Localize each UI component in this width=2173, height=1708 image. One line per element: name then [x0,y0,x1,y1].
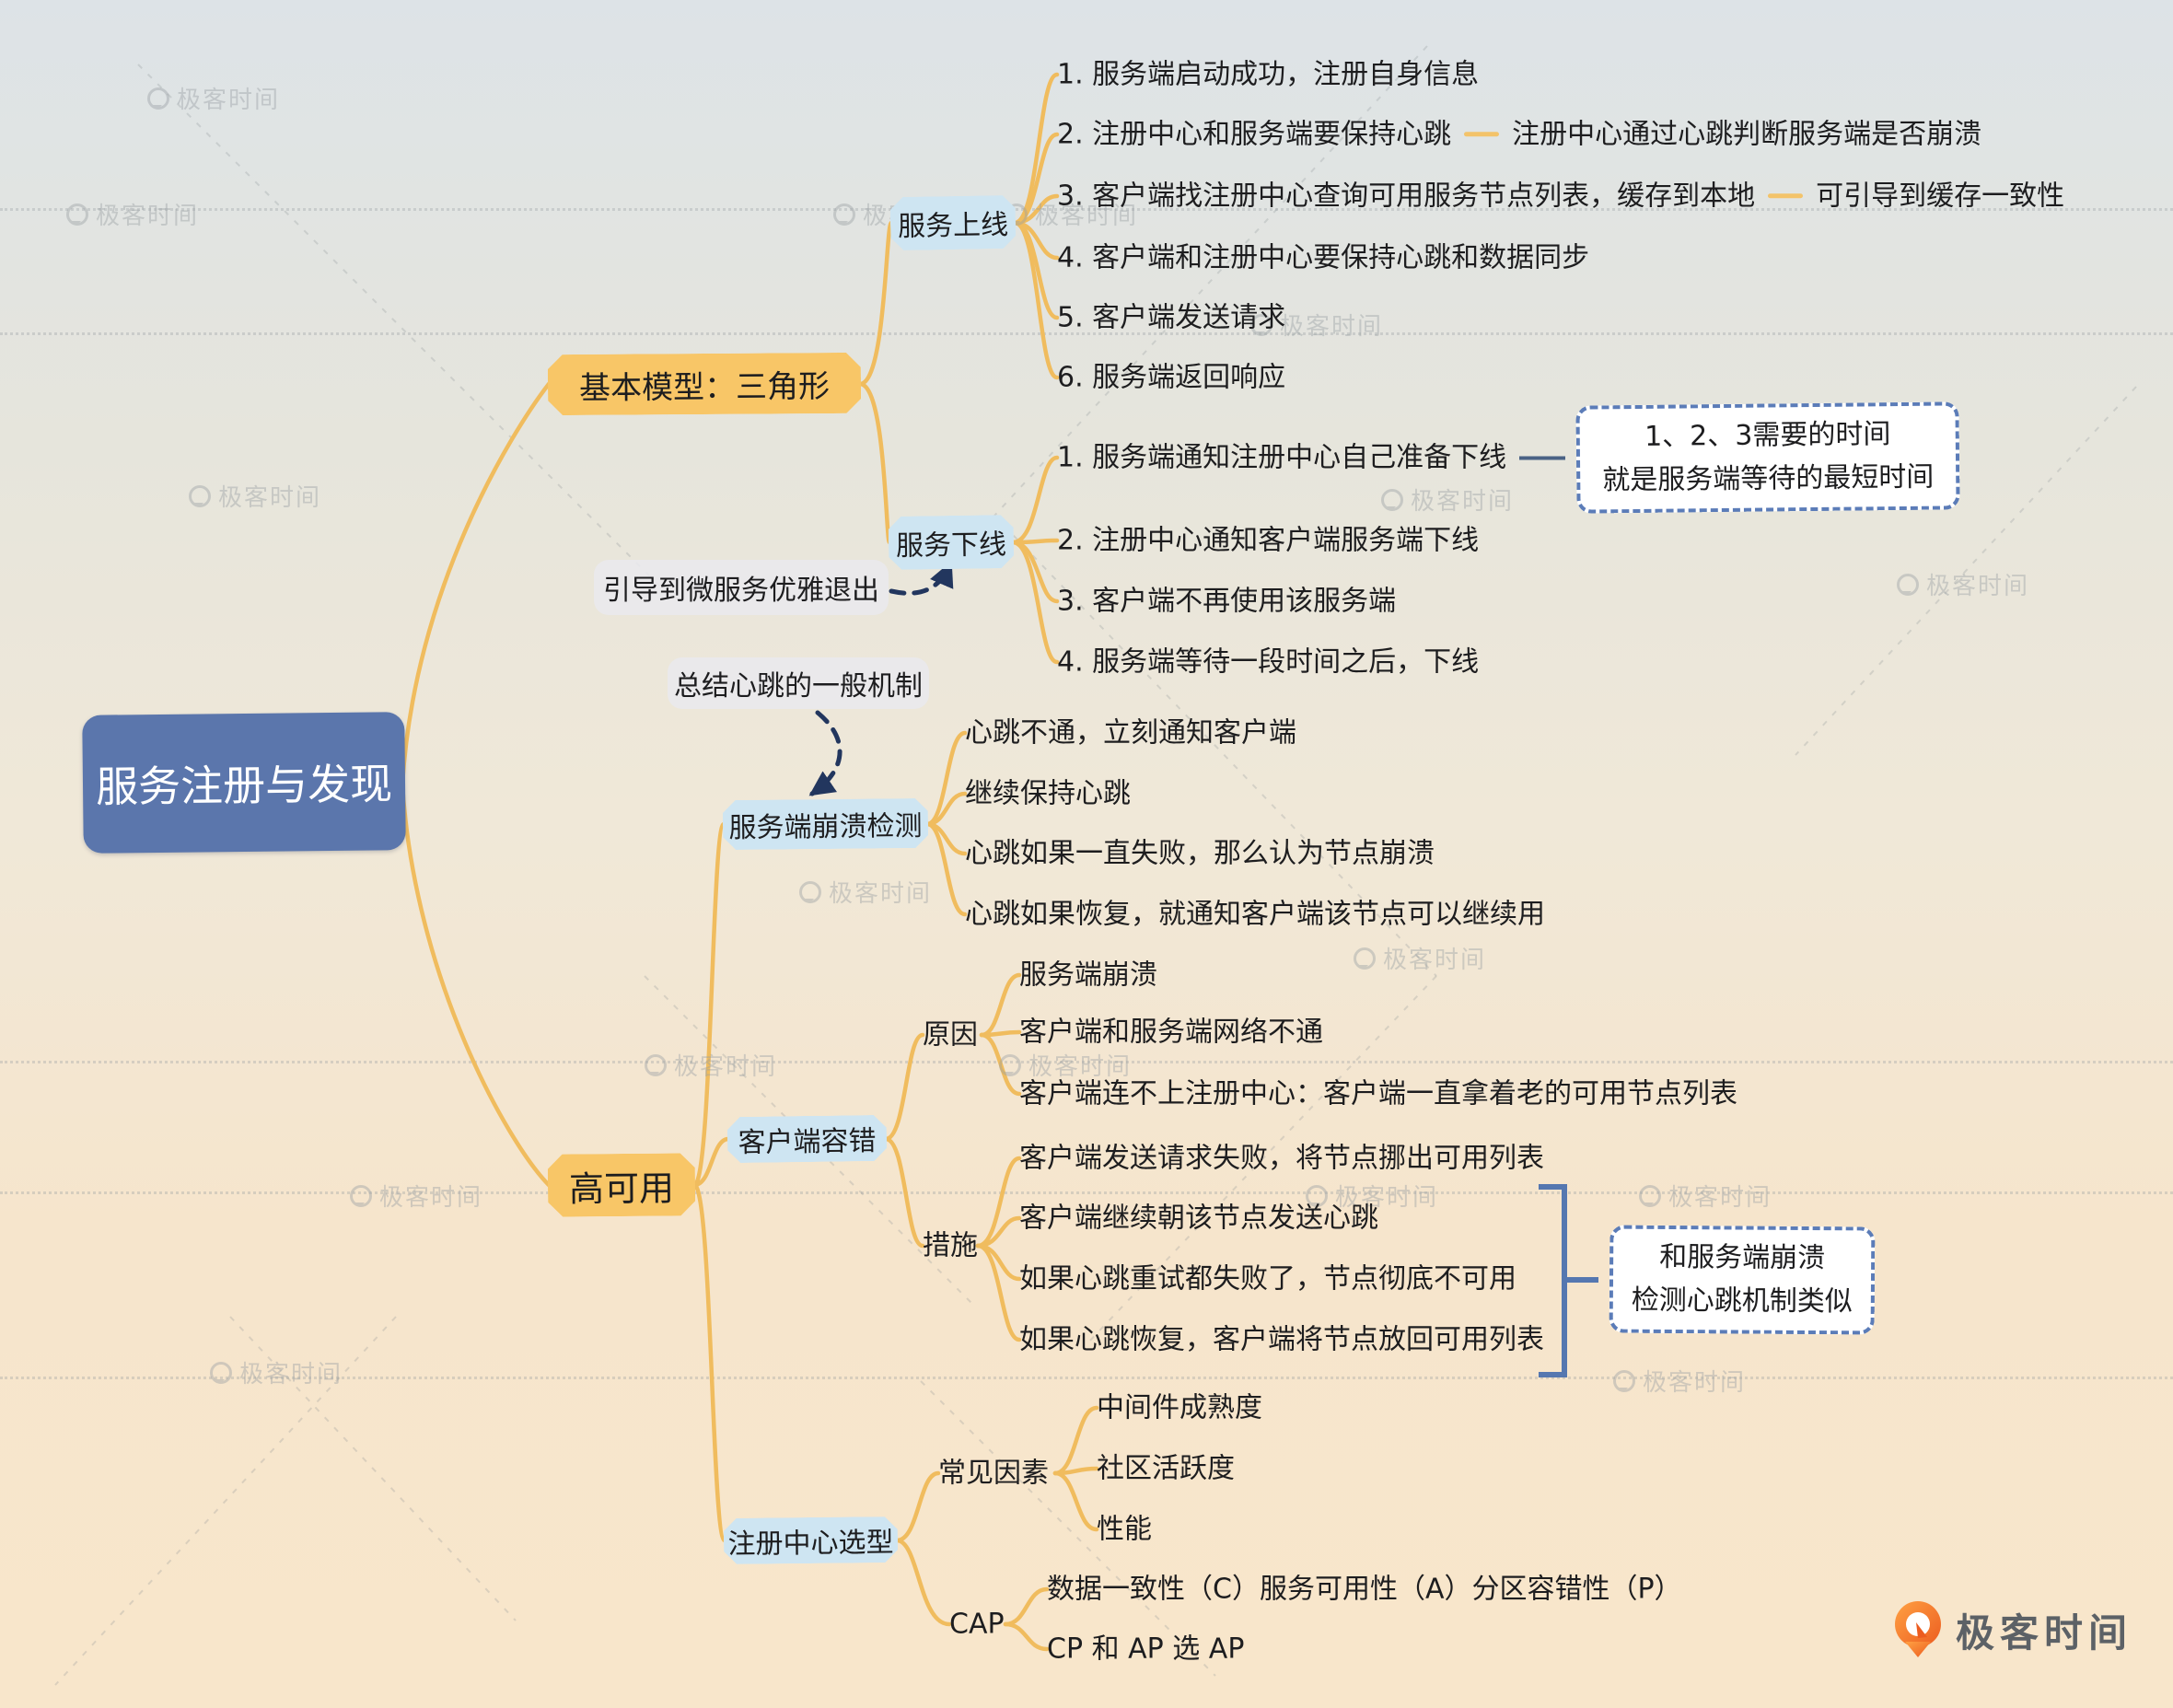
geektime-pin-icon [66,203,88,226]
leaf-note: 可引导到缓存一致性 [1816,180,2065,213]
callout-line: 就是服务端等待的最短时间 [1602,460,1935,496]
geektime-pin-icon [1639,1184,1661,1207]
root-node: 服务注册与发现 [82,712,406,854]
watermark: 极客时间 [1354,941,1486,975]
leaf-note: 注册中心通过心跳判断服务端是否崩溃 [1512,118,1982,151]
label-cap: CAP [949,1608,1005,1641]
watermark: 极客时间 [1897,567,2029,601]
leaf-item: 3. 客户端找注册中心查询可用服务节点列表，缓存到本地 可引导到缓存一致性 [1057,179,2064,214]
leaf-item: 社区活跃度 [1097,1452,1235,1485]
measure-bracket [1539,1184,1598,1377]
callout-wait-time: 1、2、3需要的时间 就是服务端等待的最短时间 [1575,401,1960,514]
leaf-item: 客户端继续朝该节点发送心跳 [1019,1202,1378,1235]
leaf-item: 如果心跳重试都失败了，节点彻底不可用 [1019,1262,1516,1296]
node-registry-selection: 注册中心选型 [724,1516,899,1564]
branch-high-availability: 高可用 [548,1153,696,1216]
geektime-pin-icon [799,880,821,903]
watermark: 极客时间 [799,875,932,909]
geektime-pin-icon [350,1184,372,1207]
leaf-text: 1. 服务端通知注册中心自己准备下线 [1057,441,1507,474]
geektime-pin-icon [147,87,169,110]
label-measure: 措施 [923,1229,978,1262]
watermark: 极客时间 [210,1355,343,1389]
leaf-item: 中间件成熟度 [1097,1391,1262,1424]
leaf-item: 客户端连不上注册中心：客户端一直拿着老的可用节点列表 [1019,1077,1737,1110]
leaf-item: 心跳如果恢复，就通知客户端该节点可以继续用 [965,898,1545,931]
geektime-pin-icon [833,203,855,226]
geektime-logo-icon [1895,1601,1941,1657]
watermark: 极客时间 [1381,482,1514,517]
leaf-item: 1. 服务端通知注册中心自己准备下线 1、2、3需要的时间 就是服务端等待的最短… [1057,401,1960,514]
leaf-text: 3. 客户端找注册中心查询可用服务节点列表，缓存到本地 [1057,180,1756,213]
leaf-item: 客户端和服务端网络不通 [1019,1016,1323,1049]
callout-heartbeat-similar: 和服务端崩溃 检测心跳机制类似 [1609,1225,1876,1335]
leaf-item: CP 和 AP 选 AP [1047,1632,1245,1666]
leaf-item: 1. 服务端启动成功，注册自身信息 [1057,58,1480,91]
leaf-item: 性能 [1097,1513,1152,1546]
geektime-pin-icon [1306,1184,1328,1207]
leaf-item: 心跳不通，立刻通知客户端 [965,716,1296,749]
geektime-pin-icon [1613,1369,1635,1392]
watermark: 极客时间 [1639,1179,1772,1213]
node-client-fault-tolerance: 客户端容错 [727,1115,888,1163]
watermark: 极客时间 [1250,308,1383,342]
dotted-line [0,1377,2173,1379]
note-graceful-exit: 引导到微服务优雅退出 [594,560,889,615]
leaf-item: 2. 注册中心和服务端要保持心跳 注册中心通过心跳判断服务端是否崩溃 [1057,117,1981,152]
callout-line: 1、2、3需要的时间 [1644,418,1891,453]
dotted-line [0,1061,2173,1063]
watermark: 极客时间 [1306,1179,1438,1213]
leaf-item: 6. 服务端返回响应 [1057,361,1286,394]
leaf-item: 2. 注册中心通知客户端服务端下线 [1057,524,1480,557]
label-reason: 原因 [923,1018,978,1052]
leaf-item: 如果心跳恢复，客户端将节点放回可用列表 [1019,1323,1544,1356]
dotted-line [0,208,2173,211]
note-heartbeat-summary: 总结心跳的一般机制 [668,657,929,709]
leaf-item: 服务端崩溃 [1019,959,1157,992]
watermark: 极客时间 [189,479,321,513]
geektime-pin-icon [210,1361,232,1384]
geektime-pin-icon [1250,313,1272,336]
leaf-item: 4. 客户端和注册中心要保持心跳和数据同步 [1057,241,1590,274]
watermark: 极客时间 [350,1179,482,1213]
watermark: 极客时间 [147,81,280,115]
leaf-item: 数据一致性（C）服务可用性（A）分区容错性（P） [1047,1573,1682,1606]
dotted-line [0,332,2173,335]
callout-connector [1519,456,1566,459]
geektime-pin-icon [1381,488,1403,511]
geektime-pin-icon [999,1053,1021,1076]
leaf-item: 客户端发送请求失败，将节点挪出可用列表 [1019,1142,1544,1175]
note-connector [1464,132,1500,137]
node-crash-detection: 服务端崩溃检测 [723,798,929,850]
label-common-factors: 常见因素 [938,1457,1049,1490]
leaf-item: 5. 客户端发送请求 [1057,301,1286,334]
watermark: 极客时间 [66,197,199,231]
geektime-logo: 极客时间 [1893,1600,2132,1659]
leaf-item: 4. 服务端等待一段时间之后，下线 [1057,645,1480,679]
leaf-text: 2. 注册中心和服务端要保持心跳 [1057,118,1452,151]
leaf-item: 3. 客户端不再使用该服务端 [1057,585,1397,618]
watermark: 极客时间 [999,1048,1132,1082]
note-connector [1768,193,1804,199]
geektime-pin-icon [189,484,211,507]
dotted-line [0,1191,2173,1194]
geektime-logo-text: 极客时间 [1956,1609,2133,1656]
leaf-item: 心跳如果一直失败，那么认为节点崩溃 [965,837,1435,870]
node-service-offline: 服务下线 [889,515,1015,570]
geektime-pin-icon [1354,947,1376,970]
geektime-pin-icon [645,1053,667,1076]
branch-basic-model: 基本模型：三角形 [548,353,861,415]
callout-line: 和服务端崩溃 [1659,1240,1826,1275]
watermark: 极客时间 [1613,1364,1746,1398]
callout-line: 检测心跳机制类似 [1631,1284,1853,1318]
leaf-item: 继续保持心跳 [965,777,1131,810]
watermark: 极客时间 [645,1048,777,1082]
node-service-online: 服务上线 [890,195,1017,250]
geektime-pin-icon [1897,573,1919,596]
